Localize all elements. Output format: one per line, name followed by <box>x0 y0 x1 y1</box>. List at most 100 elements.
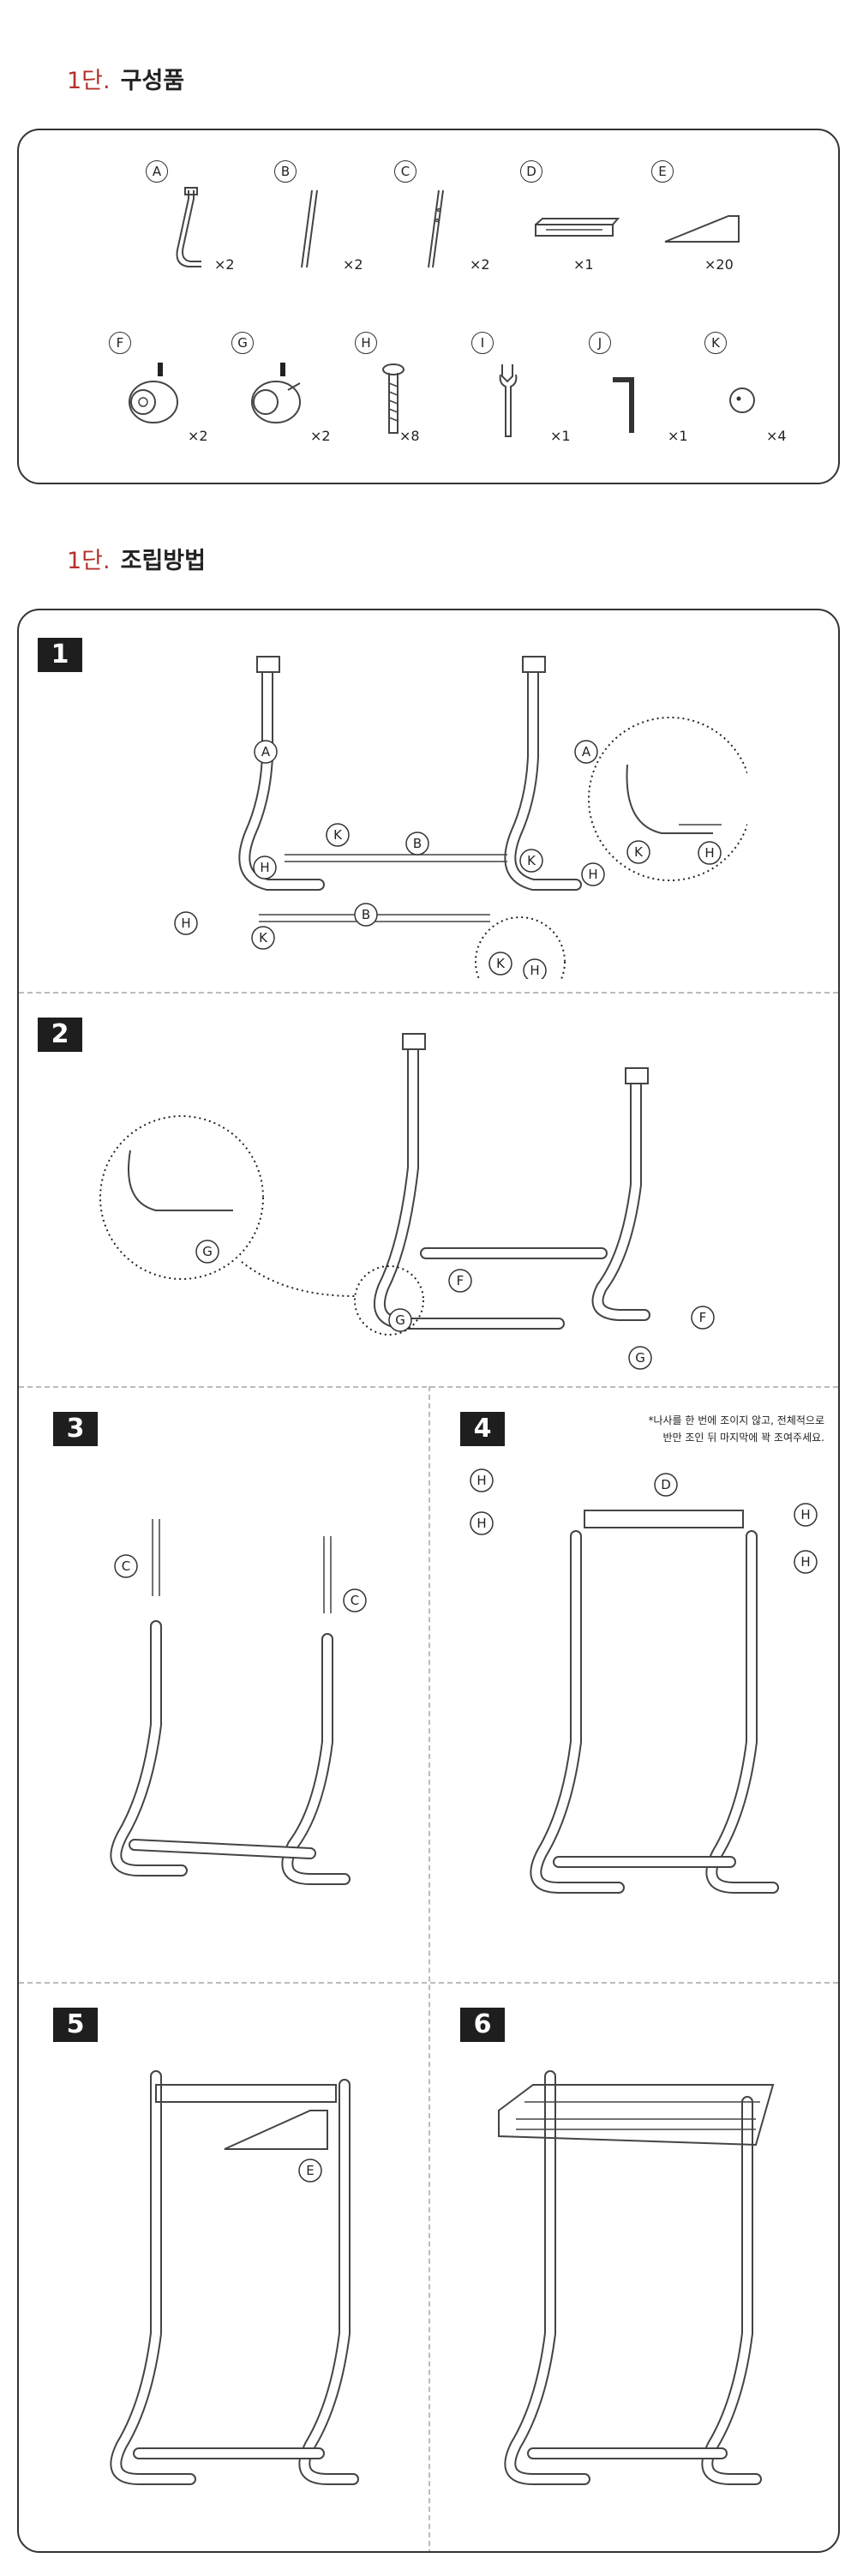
part-qty: ×2 <box>310 428 331 444</box>
part-c-pole-illustration <box>428 189 444 268</box>
step-1-callout-a: A <box>574 740 598 764</box>
step-1-callout-k: K <box>626 840 650 864</box>
part-k-cap-illustration <box>729 387 755 413</box>
part-h-bolt-illustration <box>382 363 405 434</box>
svg-text:B: B <box>413 836 422 851</box>
step-1-callout-h: H <box>523 958 547 979</box>
part-qty: ×1 <box>668 428 688 444</box>
step-4-callout-d: D <box>654 1473 678 1497</box>
step-3-callout-c: C <box>114 1554 138 1578</box>
step-1-badge: 1 <box>38 638 82 672</box>
part-qty: ×2 <box>470 256 490 273</box>
svg-text:C: C <box>122 1558 130 1574</box>
assembly-section-title: 1단.조립방법 <box>67 542 206 575</box>
step-5-callout-e: E <box>298 2159 322 2183</box>
step-6-badge: 6 <box>460 2008 505 2042</box>
part-a: A ×2 <box>146 160 249 273</box>
part-b-rod-illustration <box>301 189 318 268</box>
part-qty: ×1 <box>550 428 571 444</box>
part-letter: G <box>231 332 254 354</box>
assembly-panel: 1 A A B B K K K K K H H H H H 2 <box>17 609 840 2553</box>
part-e: E ×20 <box>651 160 754 273</box>
step-divider-vertical <box>428 1386 430 2551</box>
part-i-wrench-illustration <box>499 364 518 437</box>
part-e-wire-illustration <box>664 215 740 243</box>
step-2-illustration: G G G F F <box>99 1033 715 1370</box>
step-1-callout-k: K <box>488 952 512 976</box>
step-1-callout-h: H <box>253 856 277 880</box>
svg-text:K: K <box>527 853 536 868</box>
svg-text:H: H <box>800 1554 810 1570</box>
part-j-hex-key-illustration <box>613 377 634 433</box>
part-a-frame-illustration <box>176 187 201 267</box>
step-1-callout-h: H <box>581 862 605 886</box>
svg-text:K: K <box>496 956 506 971</box>
part-qty: ×2 <box>343 256 363 273</box>
svg-text:F: F <box>699 1310 707 1325</box>
part-h: H ×8 <box>355 332 458 444</box>
svg-text:E: E <box>306 2163 314 2178</box>
part-letter: C <box>394 160 417 183</box>
svg-text:C: C <box>351 1593 359 1608</box>
part-letter: D <box>520 160 542 183</box>
part-qty: ×20 <box>704 256 734 273</box>
part-letter: I <box>471 332 494 354</box>
part-d: D ×1 <box>520 160 623 273</box>
step-2-callout-g: G <box>628 1346 652 1370</box>
step-1-callout-k: K <box>326 823 350 847</box>
part-letter: H <box>355 332 377 354</box>
svg-text:K: K <box>259 930 268 946</box>
part-d-bracket-illustration <box>535 218 620 237</box>
step-3-illustration: C C <box>110 1519 367 1885</box>
svg-text:H: H <box>800 1507 810 1522</box>
part-letter: A <box>146 160 168 183</box>
part-g: G ×2 <box>231 332 334 444</box>
step-divider <box>19 992 838 994</box>
svg-text:H: H <box>476 1516 486 1531</box>
step-4-note-line-2: 반만 조인 뒤 마지막에 꽉 조여주세요. <box>662 1432 825 1444</box>
svg-text:B: B <box>362 907 370 922</box>
svg-text:F: F <box>457 1273 464 1288</box>
part-k: K ×4 <box>704 332 807 444</box>
parts-section-title: 1단. 구성품 <box>67 62 184 95</box>
step-3-callout-c: C <box>343 1588 367 1612</box>
part-qty: ×1 <box>573 256 594 273</box>
assembly-step-label: 1단. <box>67 548 111 574</box>
part-f: F ×2 <box>109 332 212 444</box>
svg-text:H: H <box>260 860 269 875</box>
svg-text:A: A <box>582 744 591 760</box>
step-2-badge: 2 <box>38 1018 82 1052</box>
svg-text:A: A <box>261 744 271 760</box>
part-f-caster-illustration <box>129 363 178 423</box>
step-2-callout-g: G <box>388 1308 412 1332</box>
part-qty: ×2 <box>214 256 235 273</box>
parts-title: 구성품 <box>120 68 185 94</box>
step-4-note: *나사를 한 번에 조이지 않고, 전체적으로 반만 조인 뒤 마지막에 꽉 조… <box>542 1412 824 1446</box>
svg-text:H: H <box>704 845 714 861</box>
svg-text:G: G <box>635 1350 645 1366</box>
part-letter: E <box>651 160 674 183</box>
parts-step-label: 1단. <box>67 68 111 94</box>
part-c: C ×2 <box>394 160 497 273</box>
step-4-callout-h: H <box>794 1550 818 1574</box>
svg-text:H: H <box>588 867 597 882</box>
step-4-callout-h: H <box>470 1468 494 1492</box>
svg-text:K: K <box>634 844 644 860</box>
part-qty: ×4 <box>766 428 787 444</box>
step-2-callout-g: G <box>195 1240 219 1264</box>
step-4-badge: 4 <box>460 1412 505 1446</box>
step-4-illustration: D H H H H <box>470 1468 818 1894</box>
step-2-callout-f: F <box>691 1306 715 1330</box>
step-1-callout-b: B <box>354 903 378 927</box>
part-letter: J <box>589 332 611 354</box>
part-b: B ×2 <box>274 160 377 273</box>
step-5-badge: 5 <box>53 2008 98 2042</box>
step-4-note-line-1: *나사를 한 번에 조이지 않고, 전체적으로 <box>648 1414 824 1426</box>
part-g-locking-caster-illustration <box>251 363 301 423</box>
step-3-badge: 3 <box>53 1412 98 1446</box>
part-letter: F <box>109 332 131 354</box>
svg-text:D: D <box>661 1477 671 1492</box>
part-qty: ×2 <box>188 428 208 444</box>
step-1-callout-k: K <box>251 926 275 950</box>
part-letter: B <box>274 160 297 183</box>
